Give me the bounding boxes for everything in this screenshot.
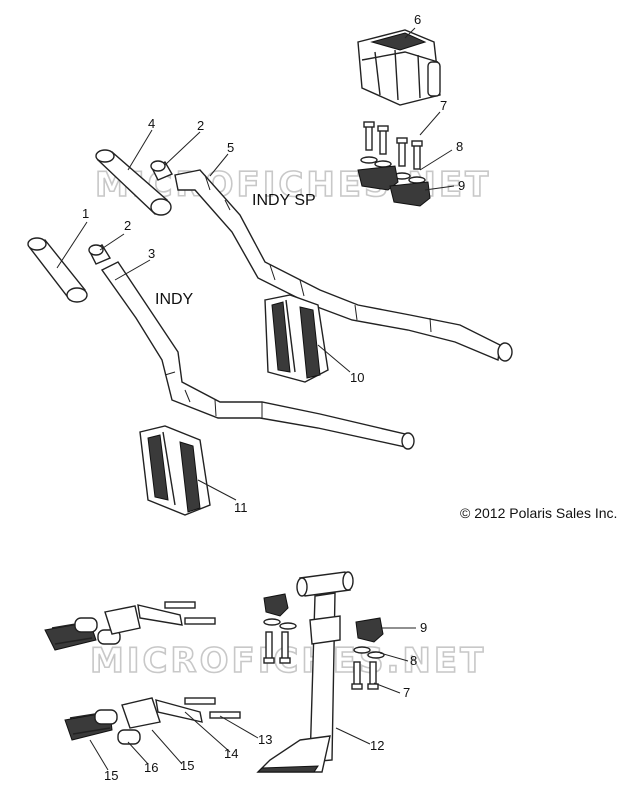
copyright: © 2012 Polaris Sales Inc.: [460, 505, 617, 521]
part-6-handlebar-cover: [357, 29, 441, 106]
callout-7-top: 7: [440, 98, 447, 113]
callout-14: 14: [224, 746, 238, 761]
callout-13: 13: [258, 732, 272, 747]
callout-11: 11: [234, 500, 248, 515]
label-indy-sp: INDY SP: [252, 192, 316, 209]
lower-left-linkage-2: [64, 697, 241, 745]
callout-12: 12: [370, 738, 384, 753]
callout-9-lower: 9: [420, 620, 427, 635]
callout-7-lower: 7: [403, 685, 410, 700]
part-12-steering-post: [256, 571, 354, 773]
callout-6: 6: [414, 12, 421, 27]
part-1-grip-lower: [27, 237, 88, 303]
callout-2-upper: 2: [197, 118, 204, 133]
callout-4: 4: [148, 116, 155, 131]
part-3-handlebar-indy: [100, 261, 415, 450]
callout-5: 5: [227, 140, 234, 155]
part-9-clamps-lower: [263, 593, 384, 643]
label-indy: INDY: [155, 291, 194, 308]
part-8-washers-top: [360, 156, 426, 184]
callout-numbers: 1 2 2 3 4 5 6 7 8 9 10 11 9 8 7 12 13 14…: [82, 12, 465, 783]
lower-left-linkage: [44, 601, 216, 651]
callout-8-top: 8: [456, 139, 463, 154]
callout-1: 1: [82, 206, 89, 221]
part-4-grip-upper: [95, 149, 172, 216]
callout-16: 16: [144, 760, 158, 775]
part-5-handlebar-indy-sp: [174, 169, 513, 362]
callout-9-top: 9: [458, 178, 465, 193]
part-10-riser-block: [264, 294, 329, 383]
part-2-bushing-upper: [150, 160, 174, 181]
part-7-bolts-top: [363, 121, 423, 170]
part-11-riser-block: [139, 425, 211, 516]
callout-3: 3: [148, 246, 155, 261]
part-9-clamps-top: [357, 165, 431, 207]
callout-15-right: 15: [180, 758, 194, 773]
callout-10: 10: [350, 370, 364, 385]
part-7-bolts-lower: [263, 631, 379, 690]
leader-lines: [56, 27, 455, 771]
callout-8-lower: 8: [410, 653, 417, 668]
part-2-bushing-lower: [88, 244, 112, 265]
callout-15-left: 15: [104, 768, 118, 783]
callout-2-lower: 2: [124, 218, 131, 233]
